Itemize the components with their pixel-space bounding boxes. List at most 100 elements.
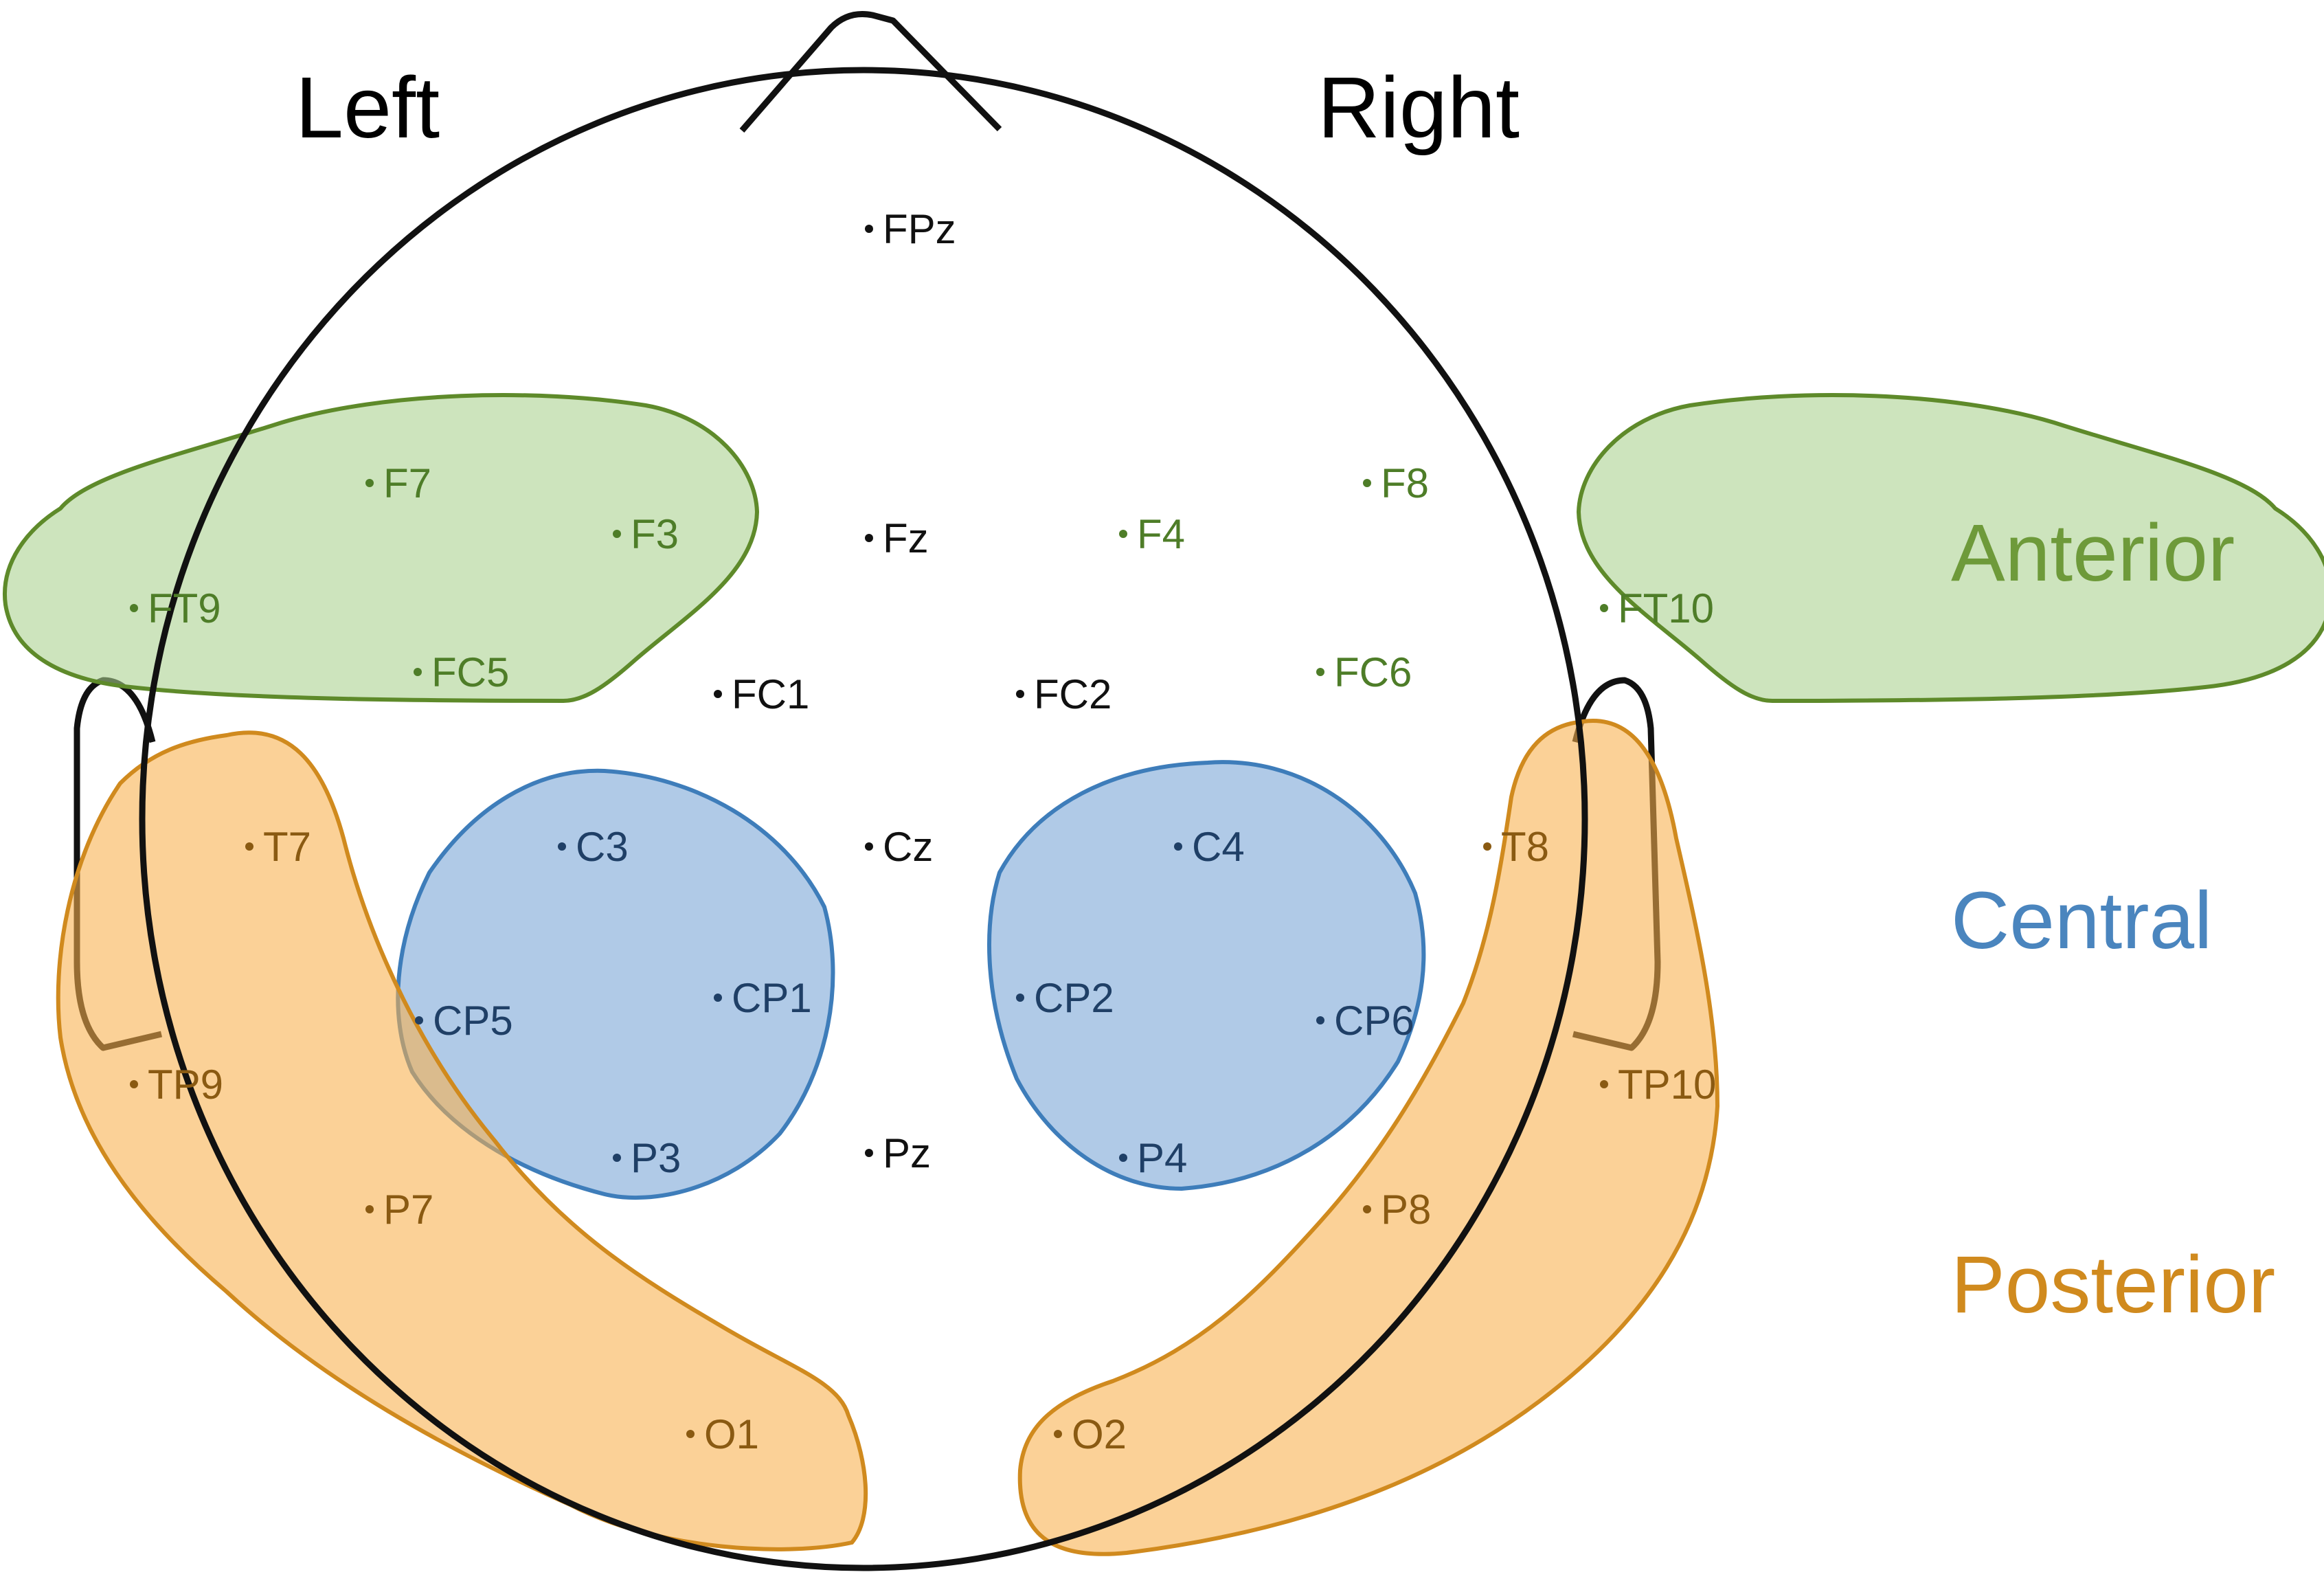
electrode-label: P4 <box>1137 1135 1187 1181</box>
electrode-dot <box>365 479 374 487</box>
electrode-label: FT10 <box>1618 585 1714 631</box>
electrode-label: F7 <box>383 460 431 506</box>
left-anterior-region <box>3 393 760 704</box>
electrode-fz: Fz <box>865 515 929 561</box>
electrode-label: T8 <box>1501 824 1549 870</box>
electrode-dot <box>865 1149 873 1157</box>
electrode-tp10: TP10 <box>1600 1062 1716 1108</box>
electrode-dot <box>714 690 722 698</box>
electrode-dot <box>414 668 422 676</box>
electrode-f7: F7 <box>365 460 431 506</box>
electrode-f4: F4 <box>1119 511 1185 557</box>
electrode-dot <box>130 604 138 612</box>
electrode-ft10: FT10 <box>1600 585 1714 631</box>
electrode-cp6: CP6 <box>1316 998 1414 1044</box>
electrode-dot <box>865 225 873 233</box>
posterior-region-label: Posterior <box>1951 1240 2275 1330</box>
electrode-label: T7 <box>263 824 311 870</box>
anterior-region-shapes <box>3 393 2324 704</box>
right-posterior-region <box>1017 719 1720 1556</box>
electrode-t7: T7 <box>245 824 311 870</box>
electrode-label: Cz <box>883 824 933 870</box>
head-circle <box>139 67 1588 1571</box>
electrode-dot <box>245 842 253 851</box>
electrode-label: CP5 <box>433 998 513 1044</box>
electrode-dot <box>1174 842 1182 851</box>
electrode-label: C3 <box>576 824 629 870</box>
electrode-label: FC1 <box>732 671 809 717</box>
electrode-dot <box>1363 1205 1371 1213</box>
electrode-fpz: FPz <box>865 206 956 252</box>
right-central-region <box>987 760 1426 1191</box>
electrode-dot <box>865 534 873 542</box>
electrode-label: CP2 <box>1034 975 1114 1021</box>
electrode-f3: F3 <box>613 511 679 557</box>
electrode-c4: C4 <box>1174 824 1245 870</box>
electrode-label: TP9 <box>148 1062 223 1108</box>
electrode-dot <box>1016 690 1024 698</box>
electrode-label: F3 <box>631 511 679 557</box>
electrode-label: FT9 <box>148 585 221 631</box>
electrode-p7: P7 <box>365 1187 433 1233</box>
electrode-dot <box>613 1154 621 1162</box>
electrode-label: F8 <box>1381 460 1429 506</box>
electrode-label: P7 <box>383 1187 433 1233</box>
electrode-label: FPz <box>883 206 956 252</box>
electrode-o1: O1 <box>686 1411 759 1457</box>
electrode-dot <box>130 1080 138 1088</box>
right-side-label: Right <box>1318 59 1520 156</box>
electrode-dot <box>1600 604 1608 612</box>
electrode-dot <box>1016 994 1024 1002</box>
right-anterior-region <box>1576 393 2324 704</box>
electrode-cp1: CP1 <box>714 975 812 1021</box>
electrode-label: O2 <box>1072 1411 1127 1457</box>
electrode-fc1: FC1 <box>714 671 809 717</box>
electrode-p4: P4 <box>1119 1135 1187 1181</box>
electrode-dot <box>1316 1016 1324 1024</box>
electrode-dot <box>1119 530 1127 538</box>
electrode-p8: P8 <box>1363 1187 1431 1233</box>
electrode-p3: P3 <box>613 1135 681 1181</box>
electrode-label: Fz <box>883 515 929 561</box>
left-central-region <box>396 768 835 1200</box>
electrode-dot <box>415 1016 423 1024</box>
electrode-pz: Pz <box>865 1130 931 1176</box>
left-side-label: Left <box>295 59 440 156</box>
electrode-label: P3 <box>631 1135 681 1181</box>
electrode-t8: T8 <box>1483 824 1549 870</box>
electrode-ft9: FT9 <box>130 585 221 631</box>
anterior-region-label: Anterior <box>1951 508 2235 598</box>
left-posterior-region <box>56 730 868 1551</box>
electrode-dot <box>686 1430 695 1438</box>
electrode-dot <box>1054 1430 1062 1438</box>
electrode-label: C4 <box>1192 824 1245 870</box>
electrode-dot <box>365 1205 374 1213</box>
electrode-label: FC6 <box>1334 649 1412 695</box>
electrode-label: TP10 <box>1618 1062 1716 1108</box>
electrode-cp5: CP5 <box>415 998 513 1044</box>
central-region-label: Central <box>1951 875 2212 966</box>
electrode-dot <box>1363 479 1371 487</box>
electrode-fc6: FC6 <box>1316 649 1412 695</box>
electrode-o2: O2 <box>1054 1411 1127 1457</box>
electrode-cp2: CP2 <box>1016 975 1114 1021</box>
electrode-label: CP6 <box>1334 998 1414 1044</box>
electrode-cz: Cz <box>865 824 933 870</box>
electrode-label: O1 <box>704 1411 759 1457</box>
electrode-dot <box>1316 668 1324 676</box>
electrode-label: FC2 <box>1034 671 1112 717</box>
electrode-label: Pz <box>883 1130 931 1176</box>
electrode-dot <box>714 994 722 1002</box>
electrode-label: F4 <box>1137 511 1185 557</box>
electrode-fc2: FC2 <box>1016 671 1112 717</box>
posterior-region-shapes <box>56 719 1720 1556</box>
electrode-dot <box>1119 1154 1127 1162</box>
electrode-label: FC5 <box>431 649 509 695</box>
nose-shape <box>739 10 1002 133</box>
electrode-dot <box>1600 1080 1608 1088</box>
electrode-label: CP1 <box>732 975 812 1021</box>
electrode-dot <box>1483 842 1491 851</box>
electrode-f8: F8 <box>1363 460 1429 506</box>
